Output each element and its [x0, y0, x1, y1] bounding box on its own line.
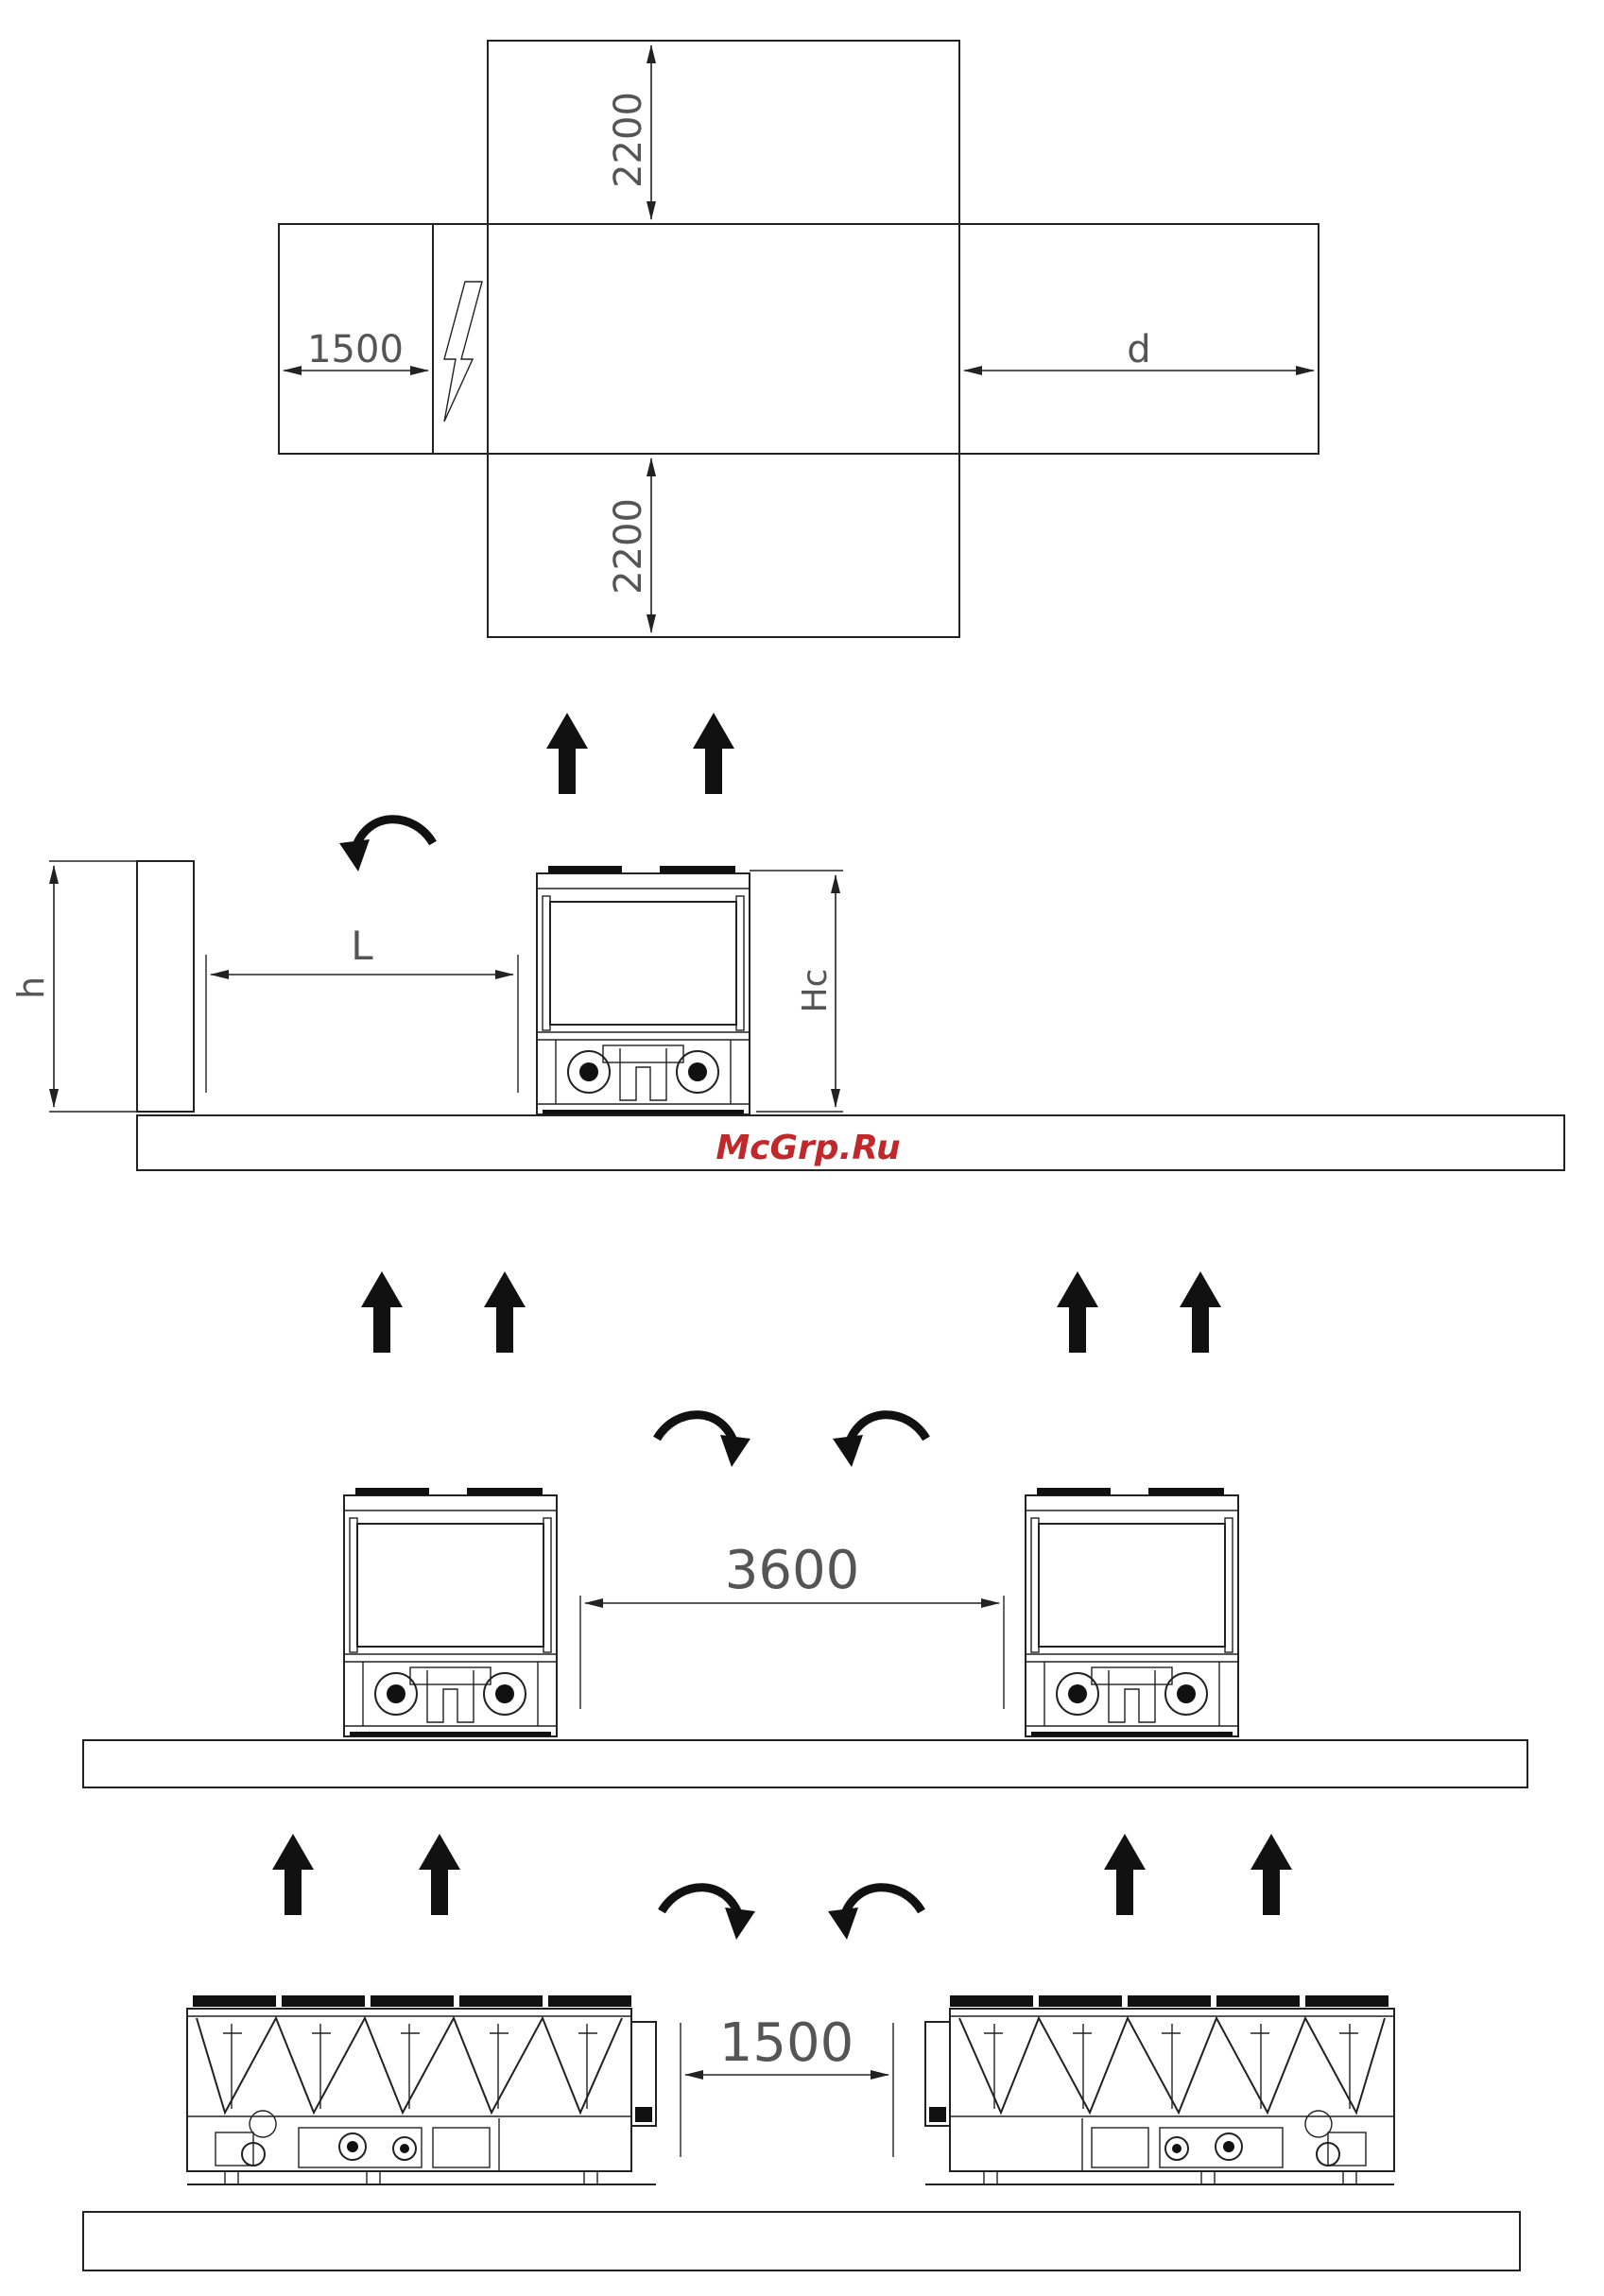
- spacing-label: 3600: [725, 1540, 860, 1601]
- up-arrow-icon: [693, 713, 734, 794]
- wall-height-label: h: [10, 976, 52, 999]
- curved-arrow-icon: [339, 820, 433, 872]
- right-clearance-label: d: [1127, 328, 1150, 371]
- distance-label: L: [351, 923, 373, 969]
- up-arrow-icon: [1250, 1834, 1292, 1915]
- ground-slab: [83, 2212, 1520, 2270]
- bottom-clearance-zone: [488, 454, 959, 637]
- curved-arrow-icon: [833, 1415, 926, 1467]
- bottom-clearance-label: 2200: [607, 498, 650, 595]
- up-arrow-icon: [361, 1271, 403, 1353]
- up-arrow-icon: [546, 713, 588, 794]
- up-arrow-icon: [1057, 1271, 1098, 1353]
- chiller-unit: [537, 866, 750, 1114]
- wall-view: h L Hc McGrp.Ru: [10, 713, 1564, 1170]
- top-clearance-zone: [488, 41, 959, 224]
- chiller-unit-right: [925, 1995, 1394, 2184]
- up-arrow-icon: [484, 1271, 526, 1353]
- curved-arrow-icon: [662, 1888, 755, 1940]
- wall: [137, 861, 194, 1112]
- chiller-unit-left: [344, 1488, 557, 1736]
- plan-view: 2200 2200 1500 d: [279, 41, 1319, 637]
- unit-footprint: [488, 224, 959, 454]
- up-arrow-icon: [1180, 1271, 1221, 1353]
- ground-slab: [83, 1740, 1527, 1787]
- chiller-unit-left: [187, 1995, 656, 2184]
- up-arrow-icon: [1104, 1834, 1146, 1915]
- pair-view-1500: 1500: [83, 1834, 1520, 2270]
- chiller-unit-right: [1026, 1488, 1238, 1736]
- unit-height-label: Hc: [796, 969, 835, 1013]
- left-clearance-label: 1500: [307, 328, 404, 371]
- curved-arrow-icon: [828, 1888, 922, 1940]
- pair-view-3600: 3600: [83, 1271, 1527, 1787]
- up-arrow-icon: [272, 1834, 314, 1915]
- curved-arrow-icon: [657, 1415, 750, 1467]
- top-clearance-label: 2200: [607, 92, 650, 188]
- watermark: McGrp.Ru: [716, 1129, 900, 1167]
- spacing-label: 1500: [719, 2012, 854, 2074]
- up-arrow-icon: [419, 1834, 460, 1915]
